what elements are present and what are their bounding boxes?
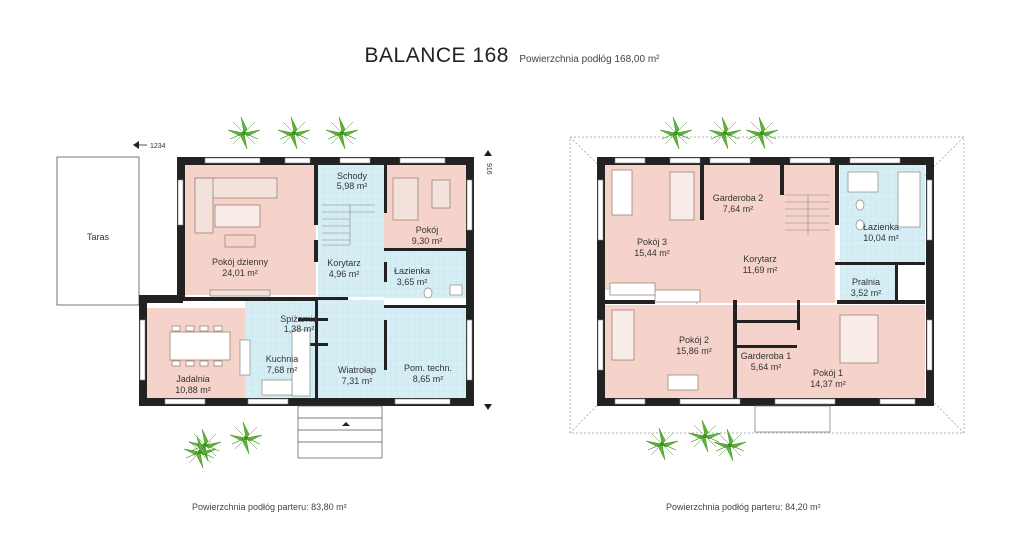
stairs-area: 5,98 m² [337,181,368,191]
dining-name: Jadalnia [176,374,210,384]
upper-corridor-area: 11,69 m² [743,265,778,275]
plant-icon [183,435,217,469]
plan-title: BALANCE 168 [364,44,509,67]
plant-icon [708,116,742,150]
plant-icon [229,421,263,455]
stairs-steps [322,204,375,246]
plant-icon [688,419,722,453]
vestibule-fill [318,300,384,398]
plan-subtitle: Powierzchnia podłóg 168,00 m² [519,54,660,65]
kitchen-area: 7,68 m² [267,365,298,375]
upper-stairs-fill [780,165,835,237]
bathroom-area: 3,65 m² [397,277,428,287]
bathroom-name: Łazienka [394,266,430,276]
kitchen-counter [239,329,311,397]
upper-floor-plan [569,136,965,434]
wardrobe2-fill [700,165,780,237]
laundry-fill [840,265,895,300]
wardrobe1-area: 5,64 m² [751,362,782,372]
page-title: BALANCE 168 Powierzchnia podłóg 168,00 m… [0,44,1024,68]
kitchen-name: Kuchnia [266,354,299,364]
dim-side-label: 916 [485,163,492,175]
corridor-fill [318,215,384,297]
upper-furniture [609,169,879,391]
room-area: 9,30 m² [412,236,443,246]
technical-room-fill [384,305,468,398]
terrace-label: Taras [87,232,110,242]
pantry-name: Spiżarnia [280,314,318,324]
tech-room-area: 8,65 m² [413,374,444,384]
roof-outline [569,136,965,434]
balcony [754,405,831,433]
vestibule-name: Wiatrołap [338,365,376,375]
dim-arrow-up [484,150,492,156]
wardrobe1-name: Garderoba 1 [741,351,792,361]
ground-floor-plan [56,156,474,459]
plant-icon [188,428,222,462]
ground-windows [139,157,473,405]
plant-icon [325,116,359,150]
entrance-steps [297,405,383,459]
dining-area: 10,88 m² [175,385,211,395]
terrace [56,156,140,306]
bathroom-fixtures [847,171,921,231]
upper-corridor-fill [700,237,835,303]
upper-walls [597,157,934,406]
room2-area: 15,86 m² [676,346,712,356]
wardrobe2-name: Garderoba 2 [713,193,764,203]
plant-icon [659,116,693,150]
dining-table [169,325,231,367]
stairs-fill [318,165,384,215]
upper-stairs-steps [785,194,830,235]
ground-room-labels: Pokój dzienny 24,01 m² Schody 5,98 m² Po… [175,171,452,395]
wc [423,284,463,299]
upper-bathroom-area: 10,04 m² [863,233,899,243]
dim-arrow-left [133,141,139,149]
wardrobe2-area: 7,64 m² [723,204,754,214]
plant-icon [277,116,311,150]
sofa [194,177,278,297]
plant-icon [745,116,779,150]
upper-bathroom-name: Łazienka [863,222,899,232]
plant-icon [227,116,261,150]
room3-name: Pokój 3 [637,237,667,247]
upper-corridor-name: Korytarz [743,254,777,264]
ground-floor-area: Powierzchnia podłóg parteru: 83,80 m² [192,502,347,512]
vestibule-area: 7,31 m² [342,376,373,386]
upper-room-labels: Pokój 3 15,44 m² Garderoba 2 7,64 m² Kor… [634,193,899,389]
room1-area: 14,37 m² [810,379,846,389]
upper-floor-area: Powierzchnia podłóg parteru: 84,20 m² [666,502,821,512]
dim-width-label: 1234 [150,143,166,150]
corridor-area: 4,96 m² [329,269,360,279]
upper-windows [597,157,933,405]
living-room-name: Pokój dzienny [212,257,269,267]
laundry-name: Pralnia [852,277,880,287]
dim-arrow-down [484,404,492,410]
room1-name: Pokój 1 [813,368,843,378]
armchair [392,177,451,221]
entry-arrow [342,422,350,426]
tech-room-name: Pom. techn. [404,363,452,373]
corridor-name: Korytarz [327,258,361,268]
room2-name: Pokój 2 [679,335,709,345]
pantry-area: 1,38 m² [284,324,315,334]
living-room-area: 24,01 m² [222,268,258,278]
room3-area: 15,44 m² [634,248,670,258]
room-name: Pokój [416,225,439,235]
dimension-markers: 1234 916 [133,141,492,426]
laundry-area: 3,52 m² [851,288,882,298]
stairs-name: Schody [337,171,368,181]
